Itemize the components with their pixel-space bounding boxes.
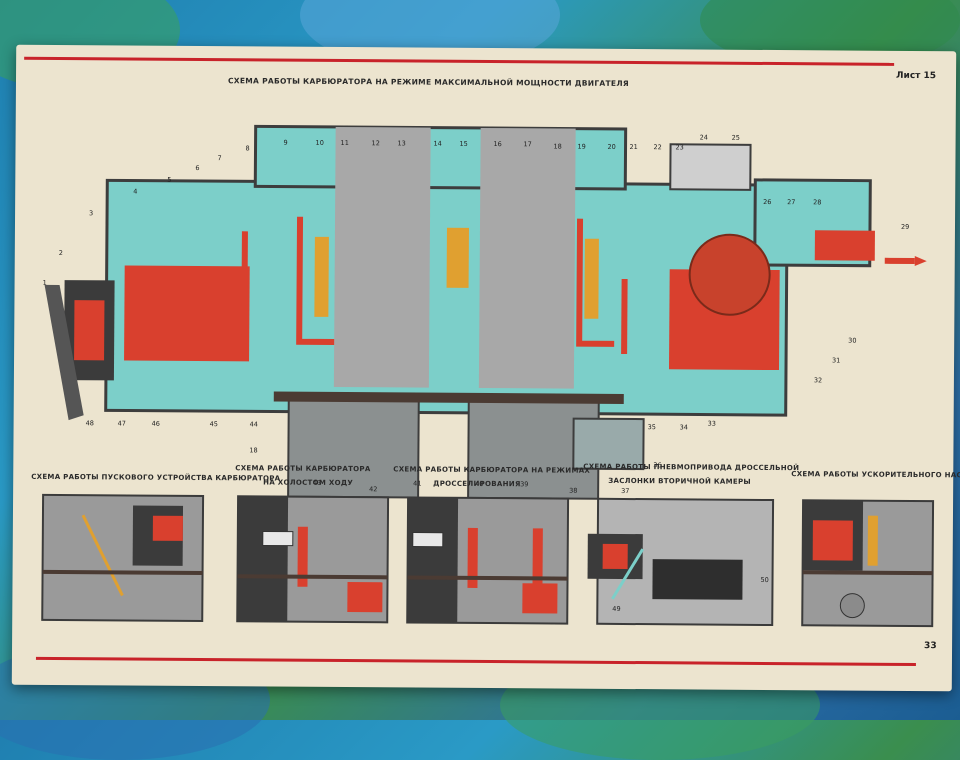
callout-8: 8 [245,144,249,152]
callout-31: 31 [832,356,840,364]
sub3-title: СХЕМА РАБОТЫ КАРБЮРАТОРА НА РЕЖИМАХ [393,465,591,475]
sub2-title: СХЕМА РАБОТЫ КАРБЮРАТОРА [235,464,371,474]
callout-37: 37 [621,487,629,495]
callout-50: 50 [760,576,768,584]
callout-19: 19 [578,143,586,151]
callout-44: 44 [250,420,258,428]
sub-diagrams: 49 50 [41,493,935,628]
accelerator-pump-diagram [801,499,935,628]
callout-38: 38 [569,487,577,495]
callout-4: 4 [133,188,137,196]
callout-41: 41 [413,480,421,488]
callout-25: 25 [732,134,740,142]
sub1-title: СХЕМА РАБОТЫ ПУСКОВОГО УСТРОЙСТВА КАРБЮР… [31,472,281,483]
callout-46: 46 [152,420,160,428]
callout-18b: 18 [249,446,257,454]
callout-34: 34 [680,423,688,431]
callout-15: 15 [460,140,468,148]
callout-21: 21 [630,143,638,151]
sub4-title-2: ЗАСЛОНКИ ВТОРИЧНОЙ КАМЕРЫ [608,476,751,486]
callout-13: 13 [398,139,406,147]
callout-28: 28 [813,198,821,206]
sub5-title: СХЕМА РАБОТЫ УСКОРИТЕЛЬНОГО НАСОСА [791,470,960,480]
callout-26: 26 [763,198,771,206]
callout-11: 11 [341,139,349,147]
sub4-title: СХЕМА РАБОТЫ ПНЕВМОПРИВОДА ДРОССЕЛЬНОЙ [583,462,800,473]
callout-9: 9 [284,139,288,147]
callout-35: 35 [648,423,656,431]
callout-24: 24 [700,133,708,141]
top-red-rule [24,56,895,66]
callout-49: 49 [612,605,620,613]
callout-numbers: 1 2 3 4 5 6 7 8 9 10 11 12 13 14 15 16 1… [43,133,910,495]
callout-6: 6 [195,164,199,172]
callout-14: 14 [434,140,442,148]
callout-30: 30 [848,337,856,345]
callout-33: 33 [708,420,716,428]
callout-45: 45 [210,420,218,428]
callout-7: 7 [217,154,221,162]
pneumatic-drive-diagram: 49 50 [587,497,775,627]
callout-16: 16 [494,140,502,148]
callout-1: 1 [43,279,47,287]
callout-39: 39 [520,480,528,488]
callout-17: 17 [524,140,532,148]
idle-mode-diagram [236,495,390,624]
callout-22: 22 [654,143,662,151]
manual-page: Лист 15 СХЕМА РАБОТЫ КАРБЮРАТОРА НА РЕЖИ… [11,44,960,692]
sheet-label: Лист 15 [896,70,937,82]
callout-40: 40 [475,480,483,488]
callout-47: 47 [118,419,126,427]
main-carburetor-diagram: 1 2 3 4 5 6 7 8 9 10 11 12 13 14 15 16 1… [43,124,927,500]
callout-43: 43 [313,479,321,487]
callout-20: 20 [608,143,616,151]
callout-18: 18 [554,142,562,150]
callout-12: 12 [372,139,380,147]
callout-10: 10 [316,139,324,147]
callout-42: 42 [369,485,377,493]
startup-device-diagram [41,493,205,623]
callout-36: 36 [653,461,661,469]
callout-48: 48 [86,419,94,427]
callout-32: 32 [814,376,822,384]
bottom-red-rule [35,656,916,667]
callout-29: 29 [901,223,909,231]
throttling-mode-diagram [406,496,570,625]
callout-23: 23 [676,143,684,151]
callout-3: 3 [89,209,93,217]
page-number: 33 [924,641,937,652]
callout-2: 2 [59,249,63,257]
callout-27: 27 [787,198,795,206]
callout-5: 5 [167,176,171,184]
